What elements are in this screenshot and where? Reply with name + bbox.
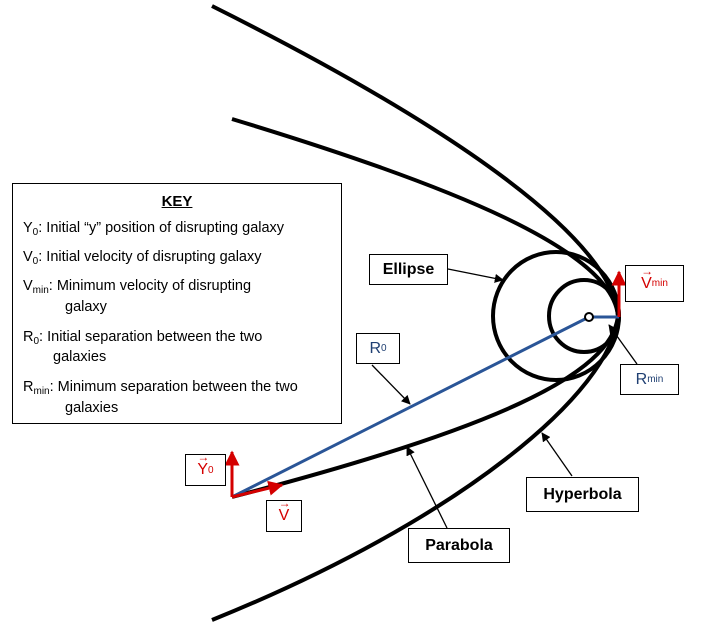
parabola-label: Parabola [408, 528, 510, 563]
vmin-vector-arrow-icon: → [641, 263, 654, 278]
key-entry-r0: R0: Initial separation between the two [23, 329, 262, 347]
key-rmin-text: : Minimum separation between the two [49, 379, 298, 395]
key-rmin-subscript: min [33, 386, 50, 397]
r0-pointer-arrow [371, 364, 411, 405]
vmin-label-subscript: min [651, 278, 668, 289]
key-entry-v0: V0: Initial velocity of disrupting galax… [23, 249, 261, 267]
key-y0-text: : Initial “y” position of disrupting gal… [38, 220, 285, 236]
y0-label-symbol: Y [197, 461, 209, 478]
key-title: KEY [161, 193, 193, 210]
r0-separation-line [231, 315, 590, 499]
ellipse-pointer-arrow [447, 268, 504, 283]
key-entry-y0: Y0: Initial “y” position of disrupting g… [23, 220, 284, 238]
central-galaxy-dot [584, 312, 594, 322]
key-v0-text: : Initial velocity of disrupting galaxy [38, 249, 262, 265]
y0-label: → Y 0 [185, 450, 226, 486]
vmin-label-symbol: V [641, 274, 652, 292]
key-y0-subscript: 0 [32, 227, 39, 238]
rmin-label-subscript: min [647, 374, 664, 385]
key-vmin-subscript: min [32, 285, 49, 296]
key-r0-symbol: R [23, 329, 34, 345]
key-entry-rmin: Rmin: Minimum separation between the two [23, 379, 298, 397]
r0-label-symbol: R [369, 339, 381, 357]
v-label-symbol: V [278, 507, 290, 524]
key-entry-vmin: Vmin: Minimum velocity of disrupting [23, 278, 251, 296]
key-r0-subscript: 0 [33, 336, 40, 347]
vmin-label: → V min [625, 265, 684, 302]
key-vmin-symbol: V [23, 278, 33, 294]
v-vector-arrow-icon: → [278, 496, 291, 510]
key-rmin-symbol: R [23, 379, 34, 395]
v-vector-arrow [231, 480, 284, 499]
key-legend-box: KEY Y0: Initial “y” position of disrupti… [12, 183, 342, 424]
ellipse-label: Ellipse [369, 254, 448, 285]
hyperbola-label: Hyperbola [526, 477, 639, 512]
y0-vector-arrow-icon: → [197, 450, 210, 464]
rmin-pointer-arrow [608, 324, 638, 365]
rmin-label-symbol: R [635, 370, 648, 388]
hyperbola-pointer-arrow [541, 432, 573, 477]
key-r0-text: : Initial separation between the two [39, 329, 263, 345]
key-v0-subscript: 0 [32, 256, 39, 267]
y0-label-subscript: 0 [208, 464, 214, 476]
parabola-pointer-arrow [406, 446, 448, 529]
r0-label-subscript: 0 [381, 343, 387, 354]
key-rmin-continuation: galaxies [65, 400, 119, 416]
v-label: → V [266, 496, 302, 532]
key-y0-symbol: Y [23, 220, 33, 236]
key-r0-continuation: galaxies [53, 349, 107, 365]
key-vmin-text: : Minimum velocity of disrupting [48, 278, 252, 294]
key-v0-symbol: V [23, 249, 33, 265]
key-vmin-continuation: galaxy [65, 299, 107, 315]
